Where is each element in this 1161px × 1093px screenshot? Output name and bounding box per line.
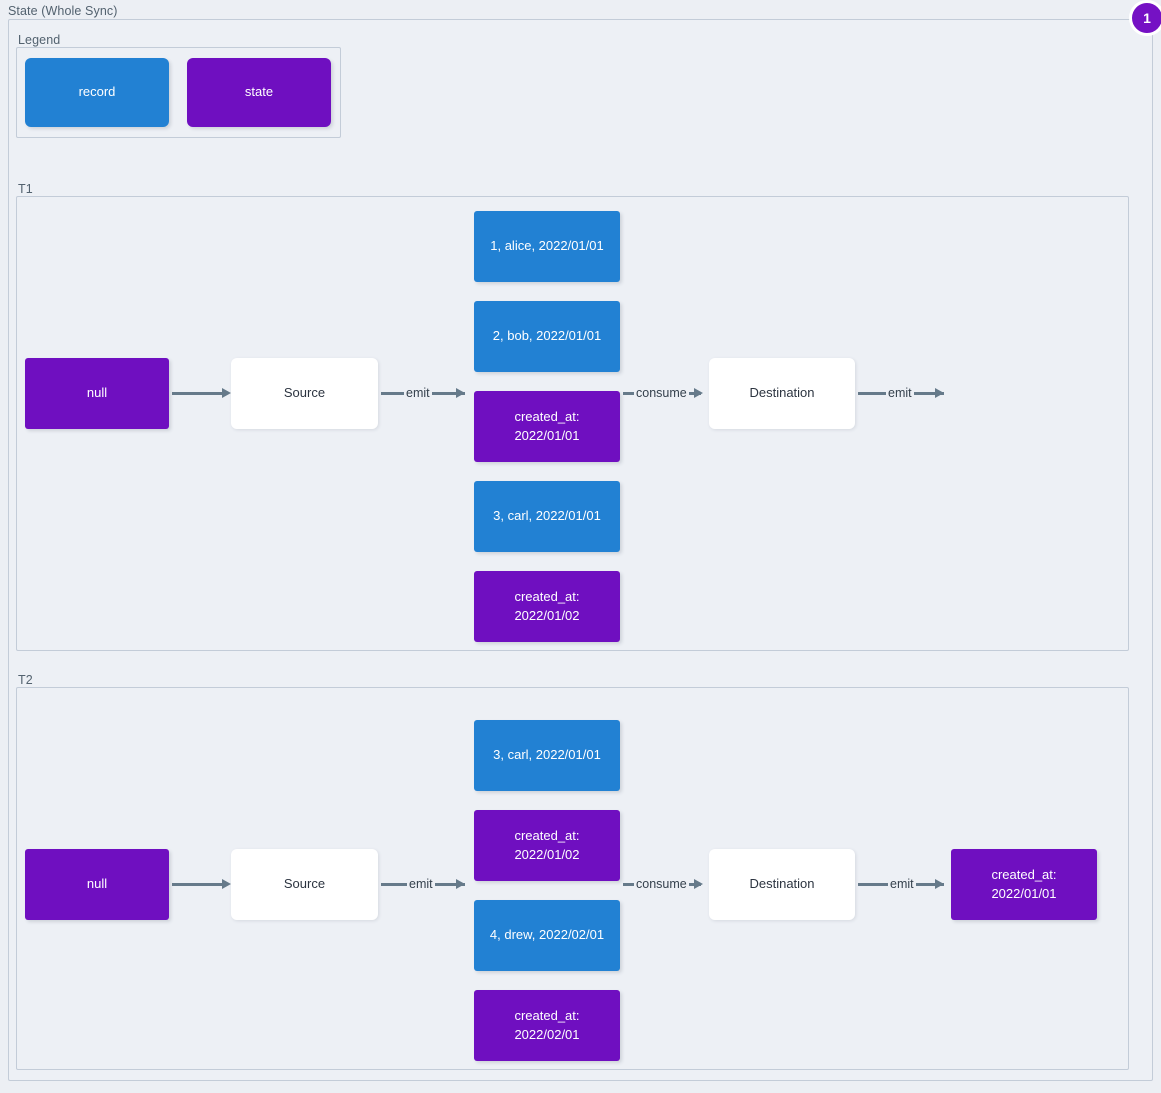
t2-message-3-label: created_at: 2022/02/01 — [514, 1007, 580, 1042]
t1-edge-initial-to-source-arrow — [222, 388, 231, 398]
diagram-title: State (Whole Sync) — [8, 4, 118, 18]
t1-message-1-label: 2, bob, 2022/01/01 — [492, 328, 602, 344]
t1-destination-label: Destination — [749, 385, 815, 401]
t1-edge-initial-to-source — [172, 392, 222, 395]
t1-edge-consume-arrow — [694, 388, 703, 398]
t2-final-state-node: created_at: 2022/01/01 — [951, 849, 1097, 920]
t1-message-2-label: created_at: 2022/01/01 — [514, 408, 580, 443]
t1-message-0: 1, alice, 2022/01/01 — [474, 211, 620, 282]
t1-source-label: Source — [283, 385, 326, 401]
t1-edge-consume-label: consume — [634, 386, 689, 400]
t2-edge-source-emit-arrow — [456, 879, 465, 889]
legend-label-record: record — [78, 84, 116, 100]
t1-edge-destination-emit-label: emit — [886, 386, 914, 400]
t2-edge-initial-to-source-arrow — [222, 879, 231, 889]
t2-source-label: Source — [283, 876, 326, 892]
t2-edge-destination-emit-label: emit — [888, 877, 916, 891]
section-label-t1: T1 — [18, 182, 33, 196]
t1-edge-destination-emit-arrow — [935, 388, 944, 398]
t2-edge-consume-label: consume — [634, 877, 689, 891]
t1-edge-source-emit-arrow — [456, 388, 465, 398]
legend-swatch-record: record — [25, 58, 169, 127]
legend-label-state: state — [244, 84, 274, 100]
t2-initial-state-label: null — [86, 876, 108, 892]
t2-edge-consume-arrow — [694, 879, 703, 889]
t1-message-0-label: 1, alice, 2022/01/01 — [490, 238, 604, 254]
t1-initial-state-node: null — [25, 358, 169, 429]
t1-initial-state-label: null — [86, 385, 108, 401]
t1-message-4-label: created_at: 2022/01/02 — [514, 588, 580, 623]
t2-message-1: created_at: 2022/01/02 — [474, 810, 620, 881]
t2-destination-label: Destination — [749, 876, 815, 892]
t2-destination-node: Destination — [709, 849, 855, 920]
t2-source-node: Source — [231, 849, 378, 920]
t2-message-0-label: 3, carl, 2022/01/01 — [493, 747, 601, 763]
step-badge[interactable]: 1 — [1129, 0, 1161, 36]
t1-source-node: Source — [231, 358, 378, 429]
t2-edge-initial-to-source — [172, 883, 222, 886]
step-badge-label: 1 — [1143, 10, 1151, 26]
t1-destination-node: Destination — [709, 358, 855, 429]
t1-message-1: 2, bob, 2022/01/01 — [474, 301, 620, 372]
t2-edge-source-emit-label: emit — [407, 877, 435, 891]
t2-edge-destination-emit-arrow — [935, 879, 944, 889]
t2-final-state-label: created_at: 2022/01/01 — [991, 866, 1057, 901]
t2-message-2-label: 4, drew, 2022/02/01 — [489, 927, 605, 943]
t2-message-2: 4, drew, 2022/02/01 — [474, 900, 620, 971]
t1-message-3: 3, carl, 2022/01/01 — [474, 481, 620, 552]
t1-message-4: created_at: 2022/01/02 — [474, 571, 620, 642]
t2-message-3: created_at: 2022/02/01 — [474, 990, 620, 1061]
legend-title: Legend — [18, 33, 61, 47]
t1-message-2: created_at: 2022/01/01 — [474, 391, 620, 462]
legend-swatch-state: state — [187, 58, 331, 127]
t2-message-0: 3, carl, 2022/01/01 — [474, 720, 620, 791]
t2-initial-state-node: null — [25, 849, 169, 920]
t2-message-1-label: created_at: 2022/01/02 — [514, 827, 580, 862]
t1-message-3-label: 3, carl, 2022/01/01 — [493, 508, 601, 524]
t1-edge-source-emit-label: emit — [404, 386, 432, 400]
section-label-t2: T2 — [18, 673, 33, 687]
